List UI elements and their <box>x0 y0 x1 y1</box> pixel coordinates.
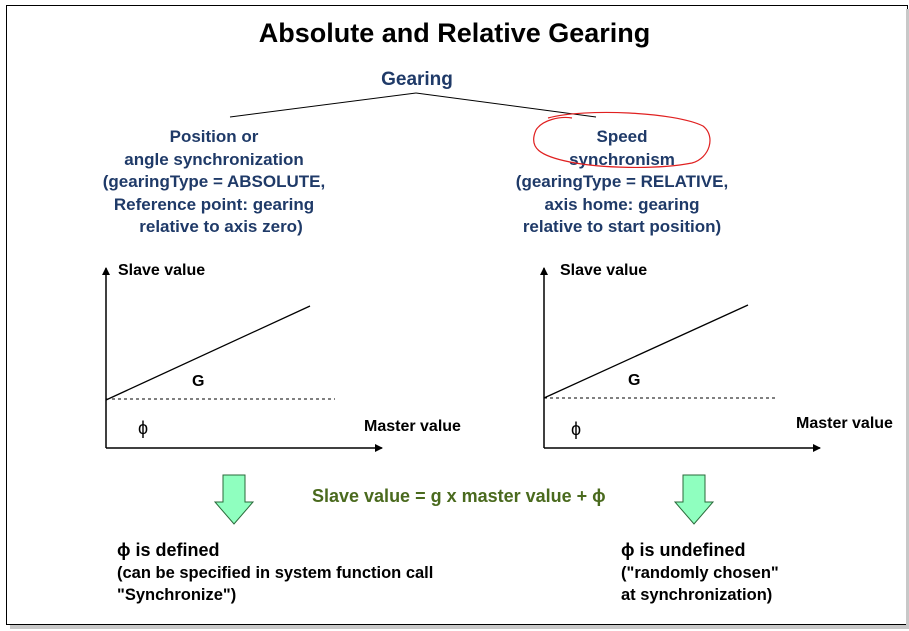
right-line-label: G <box>628 372 641 389</box>
left-branch-line: Reference point: gearing <box>113 194 315 214</box>
right-offset-label: ϕ <box>571 419 582 439</box>
left-result: ϕ is defined (can be specified in system… <box>117 538 433 606</box>
root-label: Gearing <box>381 69 453 90</box>
right-x-label: Master value <box>796 415 893 432</box>
right-branch-line: relative to start position) <box>522 217 722 236</box>
connector-right <box>415 92 597 118</box>
left-result-line: "Synchronize") <box>117 586 237 604</box>
left-branch-line: angle synchronization <box>124 149 304 169</box>
right-branch-text: Speed synchronism (gearingType = RELATIV… <box>494 126 750 239</box>
frame-shadow-right <box>906 9 909 629</box>
right-graph <box>540 267 821 452</box>
frame-shadow-bottom <box>10 625 909 629</box>
slide-title: Absolute and Relative Gearing <box>258 18 651 48</box>
left-line-label: G <box>192 373 205 390</box>
right-y-label: Slave value <box>560 262 648 279</box>
right-result-line: at synchronization) <box>621 586 773 604</box>
left-x-label: Master value <box>364 418 461 435</box>
right-branch-line: (gearingType = RELATIVE, <box>515 172 729 191</box>
right-result-line: ("randomly chosen" <box>621 564 779 582</box>
left-result-heading: ϕ is defined <box>117 540 220 560</box>
left-branch-line: relative to axis zero) <box>139 217 303 236</box>
left-y-label: Slave value <box>118 262 206 279</box>
right-branch-line: Speed <box>596 127 648 146</box>
slide-frame <box>6 5 908 625</box>
left-graph <box>102 267 383 452</box>
left-branch-line: (gearingType = ABSOLUTE, <box>102 172 326 191</box>
connector-left <box>229 92 417 118</box>
left-branch-line: Position or <box>169 127 259 146</box>
right-result: ϕ is undefined ("randomly chosen" at syn… <box>621 538 779 606</box>
right-gearing-line <box>543 304 749 399</box>
gearing-formula: Slave value = g x master value + ϕ <box>312 486 606 506</box>
down-arrow-icon <box>213 474 255 525</box>
left-branch-text: Position or angle synchronization (geari… <box>86 126 342 239</box>
highlight-circle <box>533 111 711 169</box>
right-branch-line: axis home: gearing <box>544 194 700 214</box>
right-branch-line: synchronism <box>569 149 675 169</box>
left-gearing-line <box>105 305 311 401</box>
left-result-line: (can be specified in system function cal… <box>117 564 434 582</box>
left-offset-label: ϕ <box>138 418 149 438</box>
right-result-heading: ϕ is undefined <box>621 540 746 560</box>
down-arrow-icon <box>673 474 715 525</box>
